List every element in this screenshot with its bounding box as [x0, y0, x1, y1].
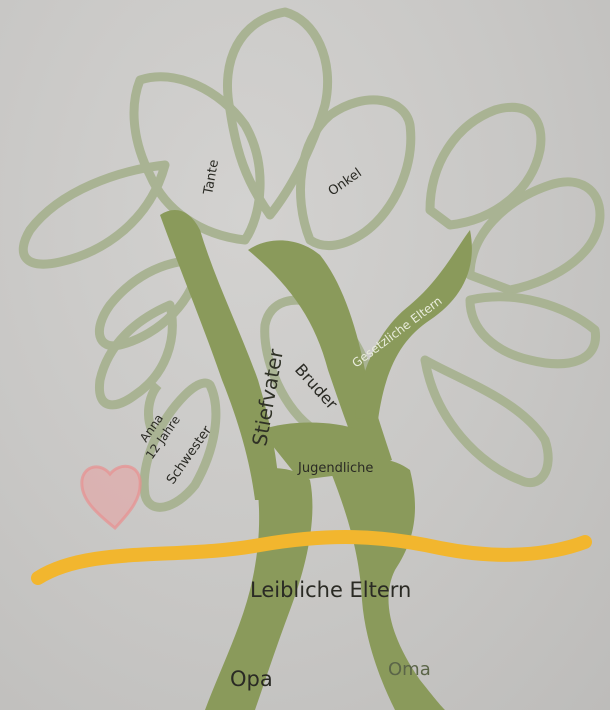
leaf-right — [470, 182, 600, 290]
heart-icon — [82, 466, 140, 528]
leaf-top-center — [227, 12, 327, 215]
label-jugendliche: Jugendliche — [297, 461, 373, 476]
label-tante: Tante — [201, 159, 222, 197]
leaf-mid-right — [470, 297, 596, 364]
leaf-upper-left — [23, 165, 165, 264]
leaf-upper-right — [430, 107, 541, 225]
divider-line — [38, 537, 585, 578]
leaf-lower-right — [425, 360, 548, 483]
label-opa: Opa — [230, 667, 273, 691]
label-onkel: Onkel — [326, 166, 365, 200]
label-leibliche-eltern: Leibliche Eltern — [250, 578, 411, 602]
label-oma: Oma — [388, 659, 431, 680]
